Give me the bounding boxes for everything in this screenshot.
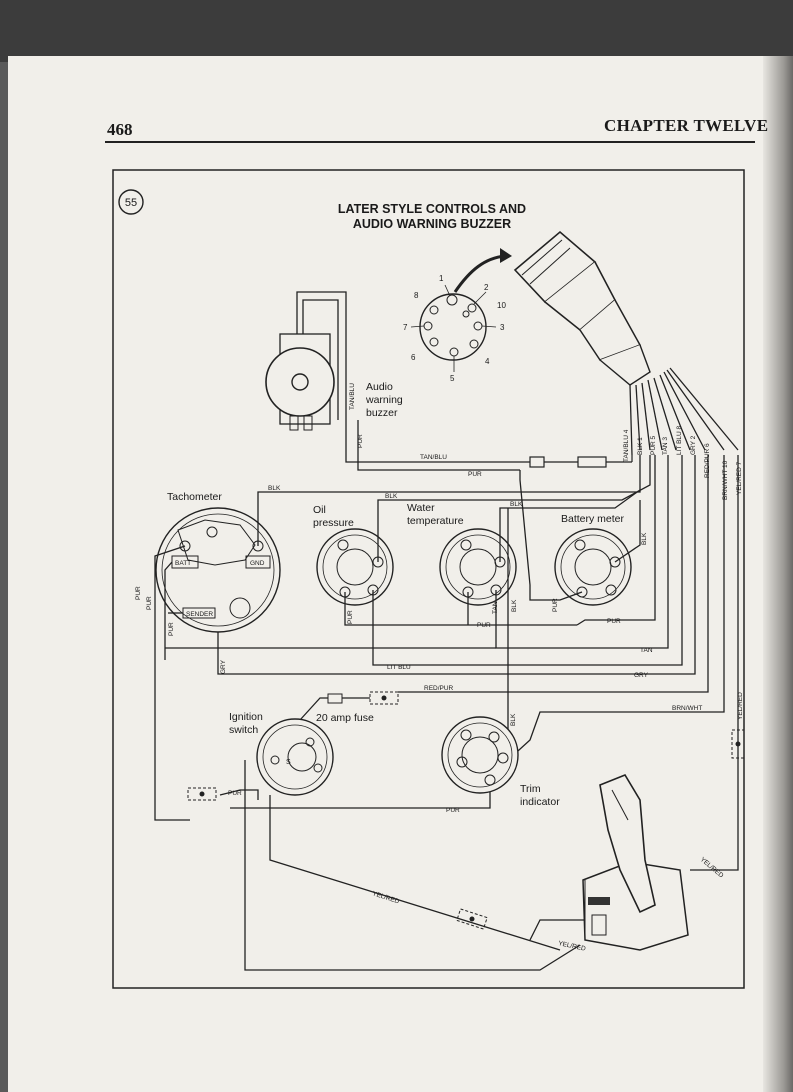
page-binding-shadow xyxy=(763,56,793,1092)
wire-label: GRY xyxy=(220,659,227,674)
tachometer xyxy=(155,507,281,633)
water-temperature-label: temperature xyxy=(407,515,464,527)
wire-label: YEL/RED xyxy=(699,856,725,879)
wire-label: TAN 3 xyxy=(662,437,669,455)
fuse-holder xyxy=(327,691,399,705)
buzzer-label: warning xyxy=(365,394,403,406)
figure-title-line1: LATER STYLE CONTROLS AND xyxy=(338,202,526,216)
battery-meter-label: Battery meter xyxy=(561,513,625,525)
audio-warning-buzzer xyxy=(265,291,347,431)
terminal-label: GND xyxy=(250,560,265,567)
wire-label: PUR xyxy=(607,618,621,625)
wire-label: BLK xyxy=(268,485,281,492)
wire-label: BLK xyxy=(511,599,518,612)
remote-control-box xyxy=(529,774,689,951)
pur-wire xyxy=(357,420,520,471)
trim-indicator-label: Trim xyxy=(520,783,541,795)
harness-wire-labels: TAN/BLU 4 BLK 1 PUR 5 TAN 3 LIT BLU 8 GR… xyxy=(623,425,743,500)
wire-label: YEL/RED xyxy=(558,940,587,953)
wire-label: PUR xyxy=(357,434,364,448)
water-temperature-label: Water xyxy=(407,502,435,514)
wire-label: YEL/RED 7 xyxy=(736,461,743,495)
wire-label: LIT BLU 8 xyxy=(676,425,683,455)
wire-label: PUR xyxy=(168,622,175,636)
wire-label: TAN/BLU 4 xyxy=(623,429,630,462)
tan-blu-wire xyxy=(345,420,530,463)
terminal-label: BATT xyxy=(175,560,191,567)
fuse-label: 20 amp fuse xyxy=(316,712,374,724)
oil-pressure-gauge xyxy=(316,528,394,606)
terminal-label: S xyxy=(286,759,291,766)
figure-number: 55 xyxy=(125,197,137,209)
ignition-switch-label: Ignition xyxy=(229,711,263,723)
wire-label: PUR 5 xyxy=(650,435,657,455)
pin-label: 1 xyxy=(439,274,444,283)
gauge-wiring xyxy=(154,455,739,971)
inline-connectors xyxy=(187,729,745,930)
page-number: 468 xyxy=(107,120,133,139)
terminal-label: SENDER xyxy=(186,611,213,618)
wire-label: YEL/RED xyxy=(371,890,400,905)
wire-label: GRY xyxy=(634,672,649,679)
wire-label: TAN xyxy=(640,647,653,654)
scan-background-top xyxy=(0,0,793,62)
wire-label: GRY 2 xyxy=(690,435,697,455)
wire-label: YEL/RED xyxy=(737,692,744,720)
wire-label: PUR xyxy=(468,471,482,478)
wire-label: PUR xyxy=(228,790,242,797)
buzzer-label: Audio xyxy=(366,381,393,393)
oil-pressure-label: pressure xyxy=(313,517,354,529)
water-temperature-gauge xyxy=(439,528,517,606)
wire-label: BLK xyxy=(641,532,648,545)
wire-label: BRN/WHT 10 xyxy=(722,460,729,500)
chapter-title: CHAPTER TWELVE xyxy=(604,116,769,135)
wire-label: RED/PUR xyxy=(424,685,454,692)
pin-label: 6 xyxy=(411,353,416,362)
pin-label: 4 xyxy=(485,357,490,366)
ignition-switch-label: switch xyxy=(229,724,258,736)
harness-plug xyxy=(453,230,651,386)
tachometer-label: Tachometer xyxy=(167,491,222,503)
wire-label: BLK xyxy=(510,713,517,726)
wire-label: PUR xyxy=(552,598,559,612)
pin-label: 8 xyxy=(414,291,419,300)
harness-wires xyxy=(629,367,739,456)
battery-meter xyxy=(554,528,632,606)
trim-indicator xyxy=(441,716,519,794)
wire-label: BRN/WHT xyxy=(672,705,702,712)
wire-label: TAN/BLU xyxy=(349,383,356,410)
wire-label: BLK xyxy=(385,493,398,500)
wire-label: PUR xyxy=(446,807,460,814)
figure-number-badge: 55 xyxy=(118,189,144,215)
pin-label: 5 xyxy=(450,374,455,383)
pin-label: 2 xyxy=(484,283,489,292)
oil-pressure-label: Oil xyxy=(313,504,326,516)
wire-label: PUR xyxy=(347,610,354,624)
wire-label: BLK xyxy=(510,501,523,508)
bullet-connector xyxy=(529,455,633,468)
ignition-switch xyxy=(256,718,334,796)
wire-label: TAN xyxy=(492,601,499,614)
wire-label: BLK 1 xyxy=(637,437,644,455)
header-rule xyxy=(105,141,755,143)
wire-label: LIT BLU xyxy=(387,664,411,671)
pin-label: 10 xyxy=(497,301,506,310)
wire-label: PUR xyxy=(146,596,153,610)
trim-indicator-label: indicator xyxy=(520,796,560,808)
figure-title-line2: AUDIO WARNING BUZZER xyxy=(353,217,511,231)
pin-label: 7 xyxy=(403,323,408,332)
wire-label: TAN/BLU xyxy=(420,454,447,461)
connector-pinout: 1 2 10 3 4 5 6 7 8 xyxy=(403,274,506,383)
pin-label: 3 xyxy=(500,323,505,332)
figure-frame xyxy=(112,169,745,989)
wire-label: PUR xyxy=(477,622,491,629)
wire-label: PUR xyxy=(135,586,142,600)
buzzer-label: buzzer xyxy=(366,407,398,419)
